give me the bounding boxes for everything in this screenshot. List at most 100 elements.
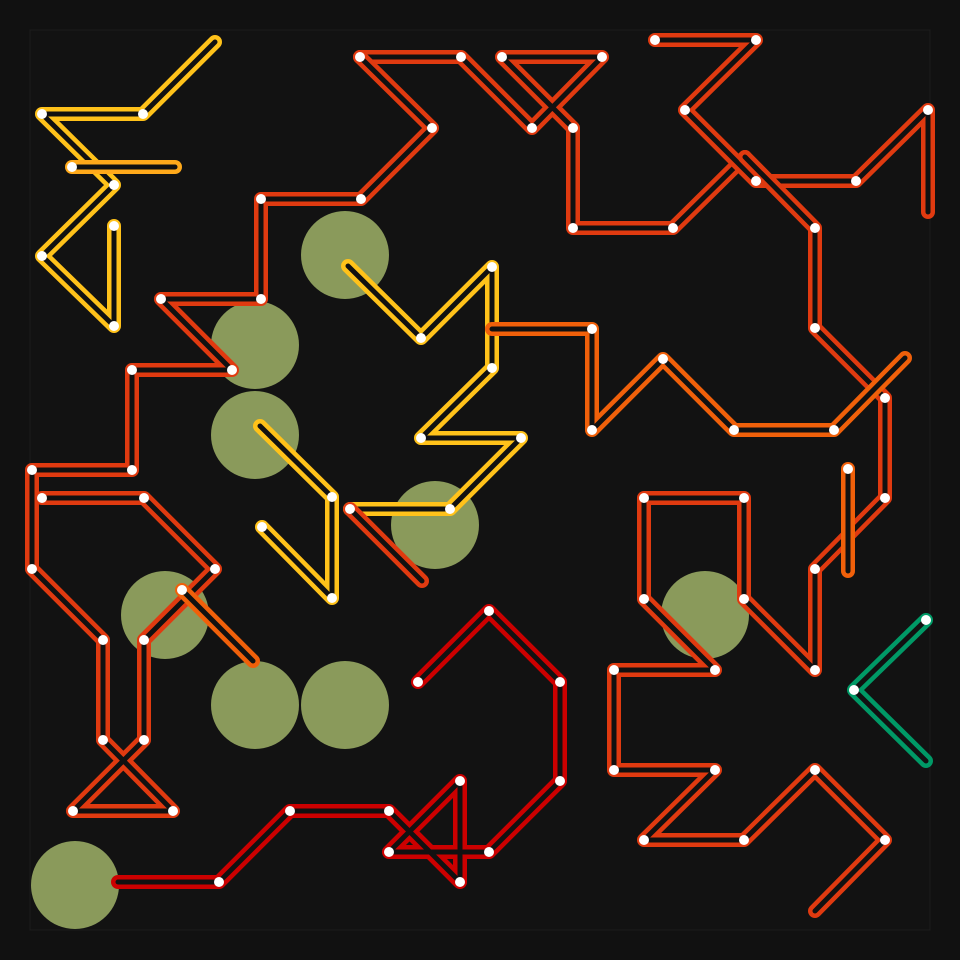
- station-node[interactable]: [568, 223, 578, 233]
- station-node[interactable]: [710, 765, 720, 775]
- station-node[interactable]: [210, 564, 220, 574]
- station-node[interactable]: [810, 665, 820, 675]
- station-node[interactable]: [256, 194, 266, 204]
- station-node[interactable]: [609, 765, 619, 775]
- station-node[interactable]: [880, 493, 890, 503]
- station-node[interactable]: [639, 493, 649, 503]
- station-node[interactable]: [880, 835, 890, 845]
- station-node[interactable]: [527, 123, 537, 133]
- station-node[interactable]: [880, 393, 890, 403]
- station-node[interactable]: [37, 251, 47, 261]
- station-node[interactable]: [516, 433, 526, 443]
- station-node[interactable]: [729, 425, 739, 435]
- station-node[interactable]: [487, 363, 497, 373]
- station-node[interactable]: [829, 425, 839, 435]
- station-node[interactable]: [668, 223, 678, 233]
- station-node[interactable]: [921, 615, 931, 625]
- route-red-1[interactable]: [111, 604, 567, 889]
- station-node[interactable]: [327, 593, 337, 603]
- station-node[interactable]: [384, 806, 394, 816]
- station-node[interactable]: [327, 492, 337, 502]
- station-node[interactable]: [680, 105, 690, 115]
- station-node[interactable]: [109, 221, 119, 231]
- station-node[interactable]: [413, 677, 423, 687]
- station-node[interactable]: [597, 52, 607, 62]
- station-node[interactable]: [98, 735, 108, 745]
- station-node[interactable]: [650, 35, 660, 45]
- station-node[interactable]: [257, 522, 267, 532]
- station-node[interactable]: [555, 677, 565, 687]
- route-red-orange-3[interactable]: [607, 150, 892, 918]
- station-node[interactable]: [455, 877, 465, 887]
- station-node[interactable]: [37, 109, 47, 119]
- route-orange-3[interactable]: [175, 583, 260, 668]
- station-node[interactable]: [487, 262, 497, 272]
- station-node[interactable]: [139, 493, 149, 503]
- station-node[interactable]: [739, 594, 749, 604]
- station-node[interactable]: [168, 806, 178, 816]
- station-node[interactable]: [739, 835, 749, 845]
- station-node[interactable]: [139, 735, 149, 745]
- station-node[interactable]: [739, 493, 749, 503]
- station-node[interactable]: [138, 109, 148, 119]
- station-node[interactable]: [37, 493, 47, 503]
- station-node[interactable]: [587, 324, 597, 334]
- station-node[interactable]: [445, 504, 455, 514]
- station-node[interactable]: [416, 433, 426, 443]
- station-node[interactable]: [810, 564, 820, 574]
- station-node[interactable]: [923, 105, 933, 115]
- station-node[interactable]: [356, 194, 366, 204]
- station-node[interactable]: [484, 847, 494, 857]
- station-node[interactable]: [587, 425, 597, 435]
- station-node[interactable]: [214, 877, 224, 887]
- station-node[interactable]: [139, 635, 149, 645]
- station-node[interactable]: [345, 504, 355, 514]
- station-node[interactable]: [127, 465, 137, 475]
- station-node[interactable]: [98, 635, 108, 645]
- station-node[interactable]: [355, 52, 365, 62]
- station-node[interactable]: [851, 176, 861, 186]
- station-node[interactable]: [127, 365, 137, 375]
- station-node[interactable]: [285, 806, 295, 816]
- station-node[interactable]: [639, 594, 649, 604]
- station-node[interactable]: [227, 365, 237, 375]
- station-node[interactable]: [849, 685, 859, 695]
- station-node[interactable]: [568, 123, 578, 133]
- station-node[interactable]: [751, 35, 761, 45]
- station-node[interactable]: [27, 465, 37, 475]
- route-core: [347, 506, 425, 584]
- station-node[interactable]: [456, 52, 466, 62]
- station-node[interactable]: [810, 765, 820, 775]
- station-node[interactable]: [384, 847, 394, 857]
- station-node[interactable]: [497, 52, 507, 62]
- station-node[interactable]: [67, 162, 77, 172]
- station-node[interactable]: [427, 123, 437, 133]
- station-node[interactable]: [810, 223, 820, 233]
- station-node[interactable]: [843, 464, 853, 474]
- station-node[interactable]: [639, 835, 649, 845]
- station-node[interactable]: [27, 564, 37, 574]
- station-node[interactable]: [609, 665, 619, 675]
- station-node[interactable]: [710, 665, 720, 675]
- station-node[interactable]: [484, 606, 494, 616]
- station-node[interactable]: [109, 321, 119, 331]
- station-node[interactable]: [455, 776, 465, 786]
- station-node[interactable]: [156, 294, 166, 304]
- station-node[interactable]: [658, 354, 668, 364]
- station-node[interactable]: [177, 585, 187, 595]
- station-node[interactable]: [109, 180, 119, 190]
- obstacle-circle: [661, 571, 749, 659]
- station-node[interactable]: [555, 776, 565, 786]
- station-node[interactable]: [751, 176, 761, 186]
- station-node[interactable]: [68, 806, 78, 816]
- route-yellow-3[interactable]: [341, 259, 528, 516]
- route-yellow-4[interactable]: [253, 419, 339, 605]
- stop-layer[interactable]: [27, 35, 933, 887]
- route-red-orange-5[interactable]: [343, 502, 429, 588]
- station-node[interactable]: [256, 294, 266, 304]
- route-red-orange-4[interactable]: [25, 50, 439, 818]
- station-node[interactable]: [810, 323, 820, 333]
- station-node[interactable]: [416, 333, 426, 343]
